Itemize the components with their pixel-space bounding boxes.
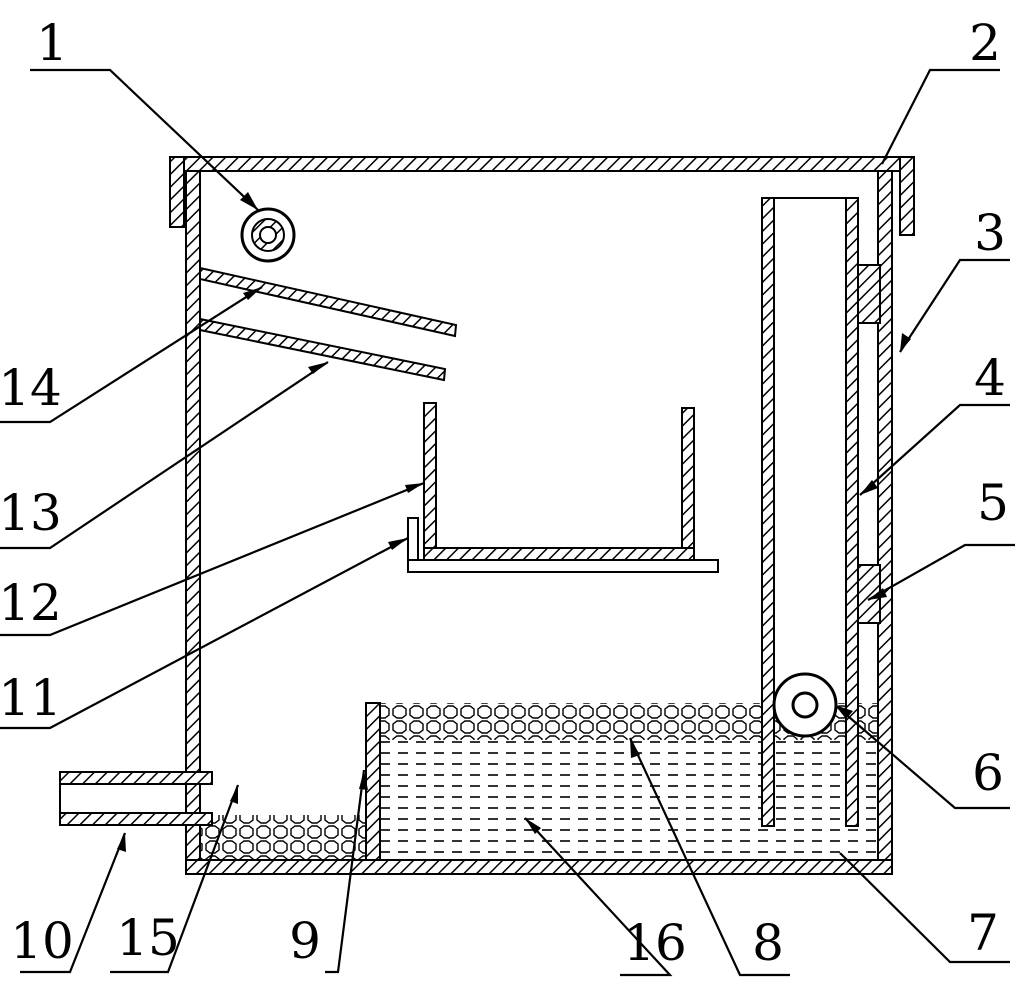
liquid-bath <box>380 738 880 860</box>
arrow-11 <box>388 538 408 550</box>
callout-8: 8 <box>752 914 784 972</box>
leader-9 <box>325 769 366 974</box>
baffle-lower <box>199 317 447 382</box>
outer-bottom-wall <box>185 859 893 875</box>
arrow-10 <box>117 833 126 852</box>
basket-bottom <box>423 547 695 561</box>
arrow-14 <box>243 287 262 300</box>
nozzle-bore <box>259 226 277 244</box>
outlet-pipe-top <box>59 771 213 785</box>
lid-left-flange <box>169 156 185 228</box>
leader-16 <box>524 817 673 977</box>
arrow-4 <box>860 480 878 495</box>
leader-6 <box>834 704 1010 810</box>
callout-1: 1 <box>36 14 68 72</box>
callout-9: 9 <box>289 912 321 970</box>
callout-3: 3 <box>974 204 1006 262</box>
leader-arrowheads <box>117 192 911 852</box>
callout-11: 11 <box>0 669 62 727</box>
arrow-5 <box>868 588 887 600</box>
callout-2: 2 <box>969 14 1001 72</box>
arrow-16 <box>525 818 541 834</box>
leader-5 <box>867 543 1015 601</box>
arrow-15 <box>230 785 238 804</box>
callout-12: 12 <box>0 574 62 632</box>
leader-3 <box>899 258 1010 353</box>
basket-right-wall <box>681 407 695 554</box>
arrow-9 <box>359 770 368 790</box>
leader-12 <box>0 481 425 637</box>
arrow-8 <box>630 738 640 758</box>
leader-7 <box>839 852 1010 964</box>
callout-14: 14 <box>0 359 62 417</box>
leader-1 <box>30 68 259 211</box>
leader-13 <box>0 361 329 550</box>
callout-13: 13 <box>0 484 62 542</box>
outer-left-wall <box>185 166 201 873</box>
leader-lines <box>0 68 1015 977</box>
roller-inner <box>791 691 819 719</box>
weir-partition <box>365 702 381 861</box>
arrow-12 <box>405 483 424 493</box>
leader-10 <box>20 832 127 974</box>
channel-right-wall <box>845 197 859 827</box>
callout-16: 16 <box>623 914 687 972</box>
arrow-1 <box>240 192 258 210</box>
callout-5: 5 <box>977 474 1009 532</box>
arrow-6 <box>835 705 853 719</box>
spacer-block-upper <box>857 264 881 324</box>
outlet-pipe-bottom <box>59 812 213 826</box>
bottom-packing <box>200 815 365 860</box>
callout-15: 15 <box>116 909 180 967</box>
tray-base <box>407 559 719 573</box>
leader-2 <box>881 68 1000 165</box>
leader-11 <box>0 537 409 730</box>
channel-left-wall <box>761 197 775 827</box>
callout-6: 6 <box>972 744 1004 802</box>
leader-4 <box>859 403 1010 496</box>
leader-14 <box>0 286 263 424</box>
leader-8 <box>629 737 790 977</box>
callout-7: 7 <box>967 904 999 962</box>
baffle-upper <box>199 266 458 338</box>
leader-15 <box>110 784 240 974</box>
basket-left-wall <box>423 402 437 554</box>
arrow-13 <box>308 362 328 374</box>
callout-10: 10 <box>10 912 74 970</box>
lid-top <box>169 156 915 172</box>
arrow-3 <box>900 333 911 352</box>
callout-4: 4 <box>974 349 1006 407</box>
lid-right-flange <box>899 156 915 236</box>
